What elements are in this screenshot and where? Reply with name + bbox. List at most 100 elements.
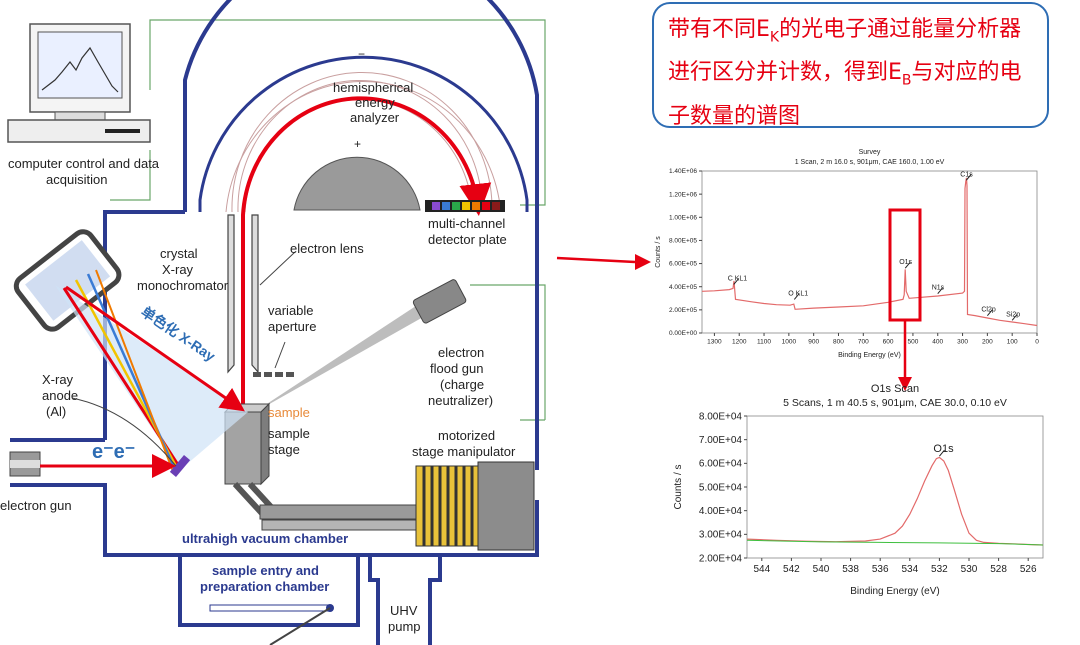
x-tick-label: 600 <box>883 339 894 346</box>
detector-plate <box>425 200 505 212</box>
x-tick-label: 526 <box>1020 564 1037 575</box>
label-crystal-2: X-ray <box>162 262 194 277</box>
transfer-rod <box>209 604 334 645</box>
chart-subtitle: 1 Scan, 2 m 16.0 s, 901μm, CAE 160.0, 1.… <box>795 159 945 166</box>
x-tick-label: 0 <box>1035 339 1039 346</box>
aperture-leader <box>274 341 286 369</box>
x-tick-label: 540 <box>813 564 830 575</box>
y-tick-label: 1.40E+06 <box>669 168 697 175</box>
peak-label: O1s <box>933 443 954 455</box>
peak-leader <box>1011 313 1018 321</box>
sample-stage <box>223 402 423 531</box>
label-minus: − <box>358 47 365 61</box>
label-crystal-3: monochromator <box>137 278 229 293</box>
y-tick-label: 4.00E+04 <box>699 506 743 517</box>
x-tick-label: 900 <box>808 339 819 346</box>
peak-label: C1s <box>960 171 973 178</box>
label-uhv-chamber: ultrahigh vacuum chamber <box>182 531 348 546</box>
diagram-to-chart-arrow <box>556 254 651 270</box>
o1s-highlight-box <box>888 208 922 322</box>
label-aperture-2: aperture <box>268 319 316 334</box>
x-tick-label: 544 <box>753 564 770 575</box>
y-tick-label: 8.00E+04 <box>699 411 743 422</box>
survey-spectrum-chart: Survey 1 Scan, 2 m 16.0 s, 901μm, CAE 160… <box>655 149 1039 359</box>
label-flood-3: (charge <box>440 377 484 392</box>
y-tick-label: 2.00E+04 <box>699 553 743 564</box>
x-tick-label: 200 <box>982 339 993 346</box>
chart-title: O1s Scan <box>871 383 919 395</box>
label-motor-2: stage manipulator <box>412 444 516 459</box>
label-electrons: e⁻e⁻ <box>92 441 135 463</box>
label-hemi-3: analyzer <box>350 110 400 125</box>
y-tick-label: 6.00E+04 <box>699 459 743 470</box>
main-electron-path <box>241 96 492 410</box>
y-tick-label: 2.00E+05 <box>669 307 697 314</box>
label-gun: electron gun <box>0 498 72 513</box>
label-entry-2: preparation chamber <box>200 579 329 594</box>
peak-label: Cl2p <box>981 307 996 314</box>
x-tick-label: 700 <box>858 339 869 346</box>
label-motor-1: motorized <box>438 428 495 443</box>
label-computer-2: acquisition <box>46 172 107 187</box>
label-anode-2: anode <box>42 388 78 403</box>
label-aperture-1: variable <box>268 303 314 318</box>
explanation-callout: 带有不同EK的光电子通过能量分析器进行区分并计数，得到EB与对应的电子数量的谱图 <box>652 2 1049 129</box>
label-entry-1: sample entry and <box>212 563 319 578</box>
lens-leader <box>259 251 296 286</box>
computer-icon <box>7 23 151 143</box>
flood-gun <box>412 279 467 324</box>
x-tick-label: 500 <box>907 339 918 346</box>
o1s-highlight-overlay <box>888 208 922 391</box>
x-axis-label: Binding Energy (eV) <box>838 352 901 359</box>
electron-gun <box>9 451 176 478</box>
x-tick-label: 534 <box>901 564 918 575</box>
chart-subtitle: 5 Scans, 1 m 40.5 s, 901μm, CAE 30.0, 0.… <box>783 397 1007 409</box>
x-tick-label: 100 <box>1007 339 1018 346</box>
label-hemi-2: energy <box>355 95 395 110</box>
xray-beams <box>55 269 248 475</box>
callout-text-3: 与对应的电子数量的谱图 <box>668 60 1022 129</box>
x-tick-label: 1000 <box>782 339 797 346</box>
xps-instrument-diagram: computer control and data acquisition + … <box>0 0 546 645</box>
label-stage-1: sample <box>268 426 310 441</box>
label-anode-1: X-ray <box>42 372 74 387</box>
label-flood-2: flood gun <box>430 361 484 376</box>
callout-sub-k: K <box>769 29 780 46</box>
y-tick-label: 3.00E+04 <box>699 530 743 541</box>
peak-label: N1s <box>932 285 945 292</box>
label-crystal-1: crystal <box>160 246 198 261</box>
stage-manipulator <box>415 461 535 551</box>
analyzer-outer-dome <box>198 55 529 212</box>
flood-gun-beam <box>250 300 432 415</box>
spectrum-line <box>746 456 1044 546</box>
x-tick-label: 536 <box>872 564 889 575</box>
y-tick-label: 1.00E+06 <box>669 214 697 221</box>
label-lens: electron lens <box>290 241 364 256</box>
peak-leader <box>939 449 945 457</box>
y-tick-label: 0.00E+00 <box>669 330 697 337</box>
plot-area <box>701 170 1038 334</box>
y-tick-label: 7.00E+04 <box>699 435 743 446</box>
x-tick-label: 532 <box>931 564 948 575</box>
label-computer: computer control and data <box>8 156 160 171</box>
y-tick-label: 8.00E+05 <box>669 238 697 245</box>
callout-sub-b: B <box>901 72 912 89</box>
label-sample: sample <box>268 405 310 420</box>
peak-leader <box>904 261 911 269</box>
x-tick-label: 538 <box>842 564 859 575</box>
callout-text-1: 带有不同E <box>668 17 770 42</box>
chart-title: Survey <box>859 149 881 156</box>
callout-text-2: 的光电子通过能量分析器进行区分并计数，得到E <box>668 17 1022 86</box>
x-tick-label: 400 <box>932 339 943 346</box>
peak-label: O1s <box>899 259 912 266</box>
y-tick-label: 6.00E+05 <box>669 261 697 268</box>
plot-area <box>746 415 1044 559</box>
x-tick-label: 528 <box>990 564 1007 575</box>
y-axis-label: Counts / s <box>655 236 662 268</box>
label-pump-1: UHV <box>390 603 418 618</box>
y-tick-label: 5.00E+04 <box>699 482 743 493</box>
label-hemi-1: hemispherical <box>333 80 413 95</box>
label-anode-3: (Al) <box>46 404 66 419</box>
peak-leader <box>937 287 944 294</box>
x-axis-label: Binding Energy (eV) <box>850 586 940 597</box>
